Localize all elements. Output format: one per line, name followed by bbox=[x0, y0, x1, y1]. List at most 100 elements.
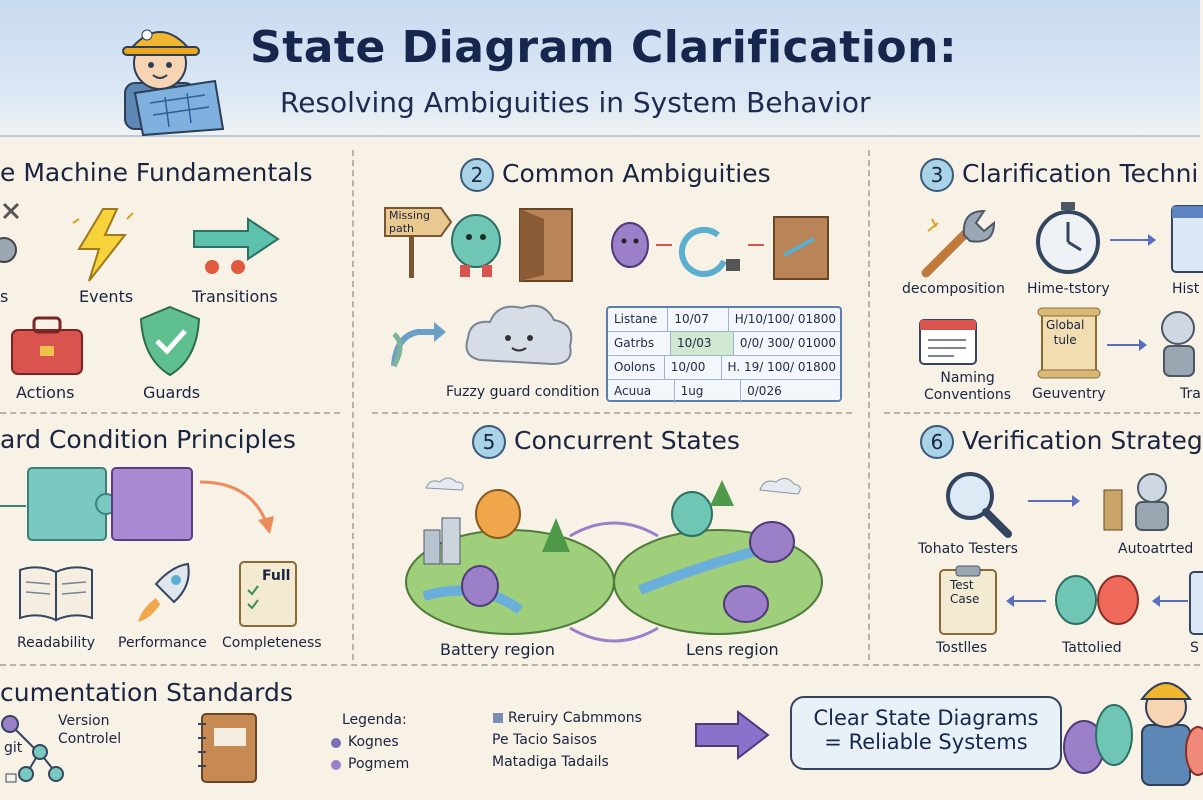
character-door-icon bbox=[451, 208, 573, 282]
automated-robot-icon bbox=[1103, 473, 1169, 531]
label-tostlles: Tostlles bbox=[936, 640, 988, 656]
tester-characters-icon bbox=[1055, 575, 1139, 625]
big-arrow-right-icon bbox=[695, 709, 770, 761]
conclusion-callout: Clear State Diagrams = Reliable Systems bbox=[790, 696, 1062, 770]
label-events: Events bbox=[79, 287, 134, 306]
state-loop-icon bbox=[611, 216, 829, 280]
panel-title-concurrent: 5 Concurrent States bbox=[472, 425, 740, 459]
branch-arrow-icon bbox=[391, 322, 446, 368]
panel-number-6: 6 bbox=[920, 425, 954, 459]
label-transitions: Transitions bbox=[192, 287, 278, 306]
arrow-right-icon bbox=[1110, 234, 1156, 246]
rocket-icon bbox=[138, 562, 190, 622]
label-tra: Tra bbox=[1180, 386, 1201, 402]
states-robot-icon bbox=[0, 202, 20, 263]
label-history: Hime-tstory bbox=[1027, 281, 1110, 297]
open-book-icon bbox=[19, 566, 93, 622]
note-square-icon bbox=[493, 713, 503, 723]
panel-title-text: Concurrent States bbox=[514, 426, 740, 455]
callout-line-1: Clear State Diagrams bbox=[813, 706, 1039, 730]
robot-tracer-icon bbox=[1161, 311, 1195, 377]
panel-title-documentation: cumentation Standards bbox=[0, 678, 293, 707]
legend-item-1: Kognes bbox=[348, 734, 399, 750]
note-item-3: Matadiga Tadails bbox=[492, 754, 609, 770]
partial-device-icon bbox=[1189, 571, 1203, 635]
note-item-2: Pe Tacio Saisos bbox=[492, 732, 597, 748]
panel-number-3: 3 bbox=[920, 158, 954, 192]
history-calendar-icon bbox=[1171, 205, 1203, 273]
lightning-bolt-icon bbox=[72, 208, 134, 282]
panel-title-fundamentals: e Machine Fundamentals bbox=[0, 158, 313, 187]
row-divider-2 bbox=[372, 412, 852, 414]
wrench-icon bbox=[921, 209, 996, 278]
panel-title-text: Clarification Techni bbox=[962, 159, 1199, 188]
label-battery-region: Battery region bbox=[440, 640, 555, 659]
puzzle-pieces-icon bbox=[0, 467, 274, 541]
legend-title: Legenda: bbox=[342, 712, 407, 728]
panel-title-text: Common Ambiguities bbox=[502, 159, 771, 188]
characters-group-icon bbox=[1063, 682, 1203, 786]
label-completeness: Completeness bbox=[222, 635, 322, 651]
arrow-left-icon bbox=[1006, 595, 1046, 607]
magnifier-icon bbox=[946, 472, 1012, 538]
panel-title-guard-principles: ard Condition Principles bbox=[0, 425, 296, 454]
page-title: State Diagram Clarification: bbox=[250, 22, 958, 73]
fuzzy-cloud-icon bbox=[465, 304, 573, 366]
transition-arrow-icon bbox=[193, 217, 280, 274]
fuzzy-guard-label: Fuzzy guard condition bbox=[446, 384, 600, 400]
missing-path-sign-icon bbox=[384, 207, 453, 278]
checklist-icon bbox=[239, 561, 297, 627]
page-subtitle: Resolving Ambiguities in System Behavior bbox=[280, 86, 871, 119]
label-tattolied: Tattolied bbox=[1062, 640, 1122, 656]
git-graph-icon bbox=[1, 715, 64, 783]
label-guards: Guards bbox=[143, 383, 201, 402]
panel-title-text: Verification Strateg bbox=[962, 426, 1203, 455]
row-divider-3 bbox=[884, 412, 1200, 414]
notebook-icon bbox=[198, 713, 257, 783]
panel-title-ambiguities: 2 Common Ambiguities bbox=[460, 158, 771, 192]
note-item-1: Reruiry Cabmmons bbox=[508, 710, 642, 726]
label-lens-region: Lens region bbox=[686, 640, 779, 659]
label-states: s bbox=[0, 287, 9, 306]
panel-title-techniques: 3 Clarification Techni bbox=[920, 158, 1198, 192]
panel-number-5: 5 bbox=[472, 425, 506, 459]
panel-number-2: 2 bbox=[460, 158, 494, 192]
callout-line-2: = Reliable Systems bbox=[824, 730, 1028, 754]
global-rule-scroll-icon bbox=[1037, 307, 1101, 379]
arrow-right-icon bbox=[1107, 339, 1147, 351]
guard-shield-icon bbox=[139, 305, 201, 377]
label-s: S bbox=[1190, 640, 1199, 656]
git-label: git bbox=[4, 740, 23, 756]
arrow-right-icon bbox=[1028, 495, 1080, 507]
legend-item-2: Pogmem bbox=[348, 756, 410, 772]
naming-card-icon bbox=[919, 319, 977, 365]
label-readability: Readability bbox=[17, 635, 96, 651]
label-hist: Hist bbox=[1172, 281, 1200, 297]
label-autoatrted: Autoatrted bbox=[1118, 541, 1194, 557]
engineer-mascot-icon bbox=[122, 29, 225, 137]
panel-title-verification: 6 Verification Strateg bbox=[920, 425, 1203, 459]
toolbox-icon bbox=[11, 316, 83, 375]
label-tohato-testers: Tohato Testers bbox=[918, 541, 1018, 557]
column-divider-left bbox=[352, 150, 354, 660]
legend-dots-icon bbox=[331, 738, 341, 770]
concurrent-regions-illustration bbox=[405, 477, 823, 643]
stopwatch-icon bbox=[1036, 202, 1100, 274]
row-divider-1 bbox=[0, 412, 340, 414]
label-actions: Actions bbox=[16, 383, 75, 402]
label-decomposition: decomposition bbox=[902, 281, 1005, 297]
test-case-clipboard-icon bbox=[939, 565, 997, 635]
row-divider-bottom bbox=[0, 664, 1200, 666]
label-performance: Performance bbox=[118, 635, 207, 651]
label-geuventry: Geuventry bbox=[1032, 386, 1106, 402]
checklist-full-label: Full bbox=[262, 568, 291, 584]
